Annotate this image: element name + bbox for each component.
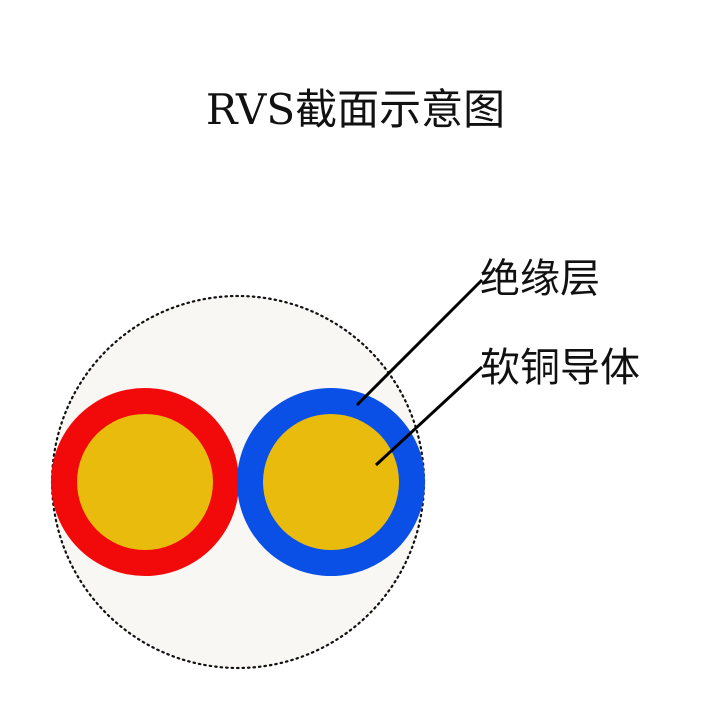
insulation-leader-line [355, 278, 484, 407]
insulation-label: 绝缘层 [480, 256, 600, 302]
conductor-label: 软铜导体 [480, 345, 640, 391]
right-core-conductor [263, 414, 399, 550]
left-core-conductor [77, 414, 213, 550]
diagram-title: RVS截面示意图 [205, 85, 506, 134]
conductor-leader-line [374, 365, 484, 467]
